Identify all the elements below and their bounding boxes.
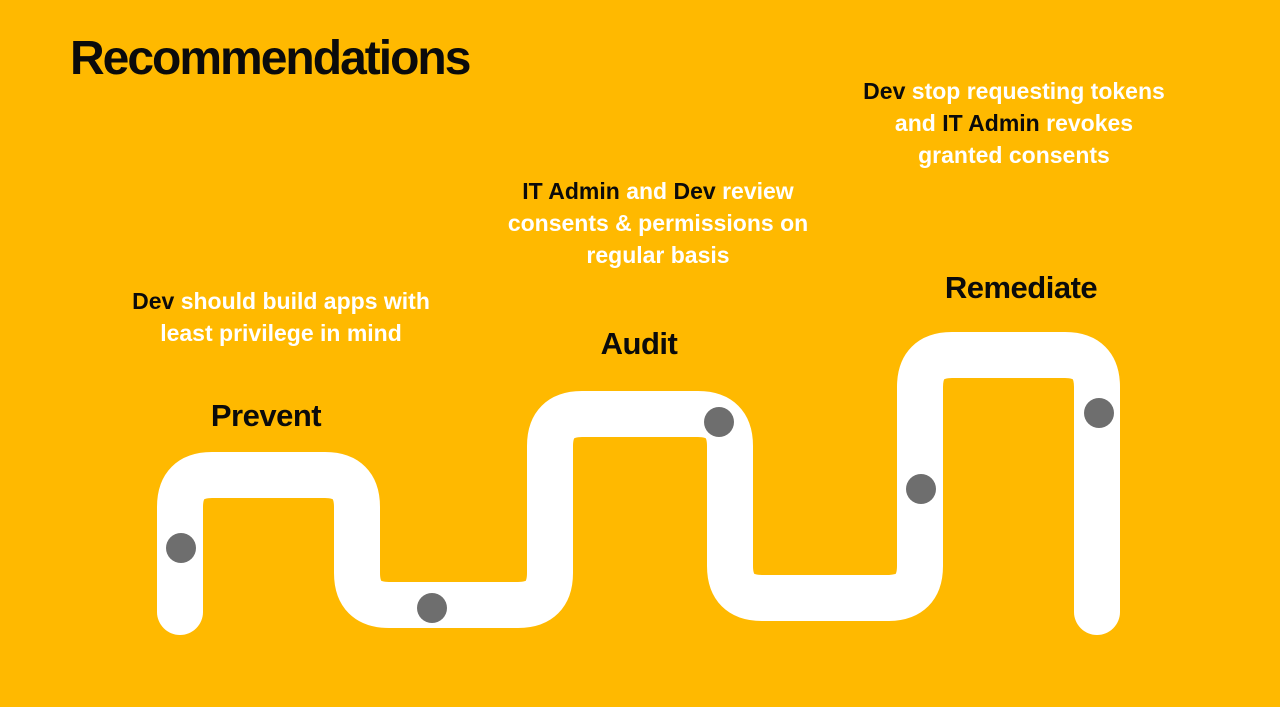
milestone-dot	[166, 533, 196, 563]
milestone-dots	[166, 398, 1114, 623]
stage-label-remediate: Remediate	[944, 270, 1098, 305]
note-text: should build apps with	[174, 288, 430, 314]
audit-note: IT Admin and Dev review consents & permis…	[508, 175, 808, 271]
note-text: granted consents	[918, 142, 1110, 168]
milestone-dot	[417, 593, 447, 623]
note-role-text: IT Admin	[942, 110, 1040, 136]
note-text: least privilege in mind	[160, 320, 402, 346]
journey-road-path	[157, 332, 1120, 635]
milestone-dot	[1084, 398, 1114, 428]
prevent-note: Dev should build apps with least privileg…	[132, 285, 430, 349]
note-role-text: Dev	[863, 78, 906, 104]
milestone-dot	[704, 407, 734, 437]
note-text: stop requesting tokens	[905, 78, 1165, 104]
note-text: consents & permissions on	[507, 210, 809, 236]
note-line: granted consents	[863, 139, 1165, 171]
milestone-dot	[906, 474, 936, 504]
stage-label-audit: Audit	[600, 326, 678, 361]
note-text: revokes	[1039, 110, 1134, 136]
note-role-text: IT Admin	[522, 178, 620, 204]
note-text: review	[715, 178, 794, 204]
note-line: and IT Admin revokes	[863, 107, 1165, 139]
note-line: IT Admin and Dev review	[508, 175, 808, 207]
note-text: and	[619, 178, 674, 204]
note-role-text: Dev	[132, 288, 175, 314]
note-line: consents & permissions on	[508, 207, 808, 239]
note-line: regular basis	[508, 239, 808, 271]
note-line: least privilege in mind	[132, 317, 430, 349]
slide-title: Recommendations	[70, 32, 471, 85]
stage-label-prevent: Prevent	[210, 398, 322, 433]
note-line: Dev should build apps with	[132, 285, 430, 317]
note-line: Dev stop requesting tokens	[863, 75, 1165, 107]
note-text: and	[894, 110, 943, 136]
note-text: regular basis	[586, 242, 730, 268]
note-role-text: Dev	[673, 178, 716, 204]
